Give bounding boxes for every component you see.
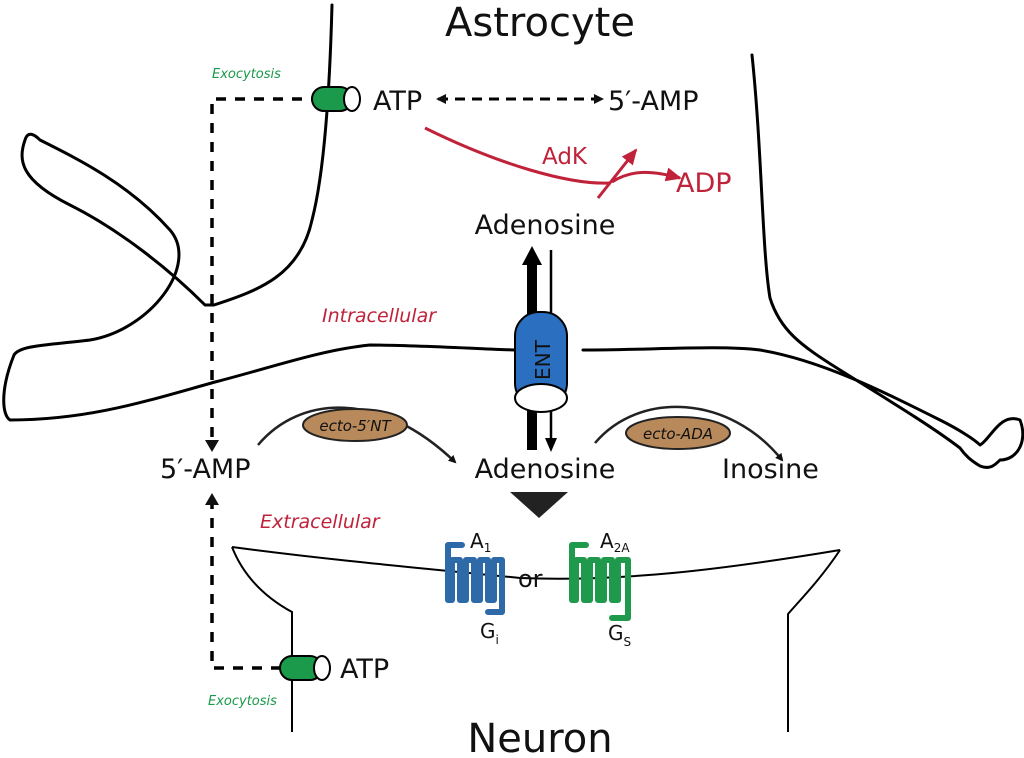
exocytosis-channel-top [311,86,361,112]
arrow-to-amp-down [205,440,219,452]
exocytosis-label-bottom: Exocytosis [208,694,277,709]
exocytosis-dashed-path-top [210,97,340,440]
ent-influx-arrowhead [545,438,557,452]
gs-label: GS [608,621,631,649]
ecto-5nt-arc [257,406,457,464]
extracellular-label: Extracellular [260,511,381,533]
adk-arrow-to-amp [596,148,638,199]
inosine-label: Inosine [722,454,819,485]
neuron-membrane [231,546,841,580]
astrocyte-membrane-left [2,3,519,422]
or-label: or [518,565,543,593]
ecto-ada-label: ecto-ADA [643,425,713,443]
a1-label: A1 [470,529,491,555]
intracellular-label: Intracellular [322,305,437,327]
neuron-body-right [787,549,841,732]
amp-astrocyte-label: 5′-AMP [608,86,699,117]
atp-astrocyte-label: ATP [373,86,422,117]
arrow-left-head [436,94,446,104]
gi-label: Gi [480,619,499,647]
arrow-to-amp-up [205,493,219,505]
adenosine-to-receptor-indicator [510,492,568,518]
ecto-5nt-enzyme [302,408,408,442]
astrocyte-membrane-right [581,53,1024,469]
exocytosis-dashed-path-bottom [210,505,300,670]
amp-extracellular-label: 5′-AMP [160,454,251,485]
neuron-body-left [231,546,293,732]
ent-label: ENT [531,339,555,380]
a1-receptor [445,542,505,615]
astrocyte-title: Astrocyte [445,0,635,46]
adk-arrow-to-adp [611,167,682,184]
a2a-label: A2A [600,529,630,555]
arrow-right-head [594,94,604,104]
ecto-ada-enzyme [625,416,731,450]
atp-neuron-label: ATP [340,654,389,685]
neuron-title: Neuron [467,716,612,758]
adk-label: AdK [542,144,588,170]
exocytosis-label-top: Exocytosis [212,67,281,82]
ent-efflux-arrowhead [522,246,542,265]
adp-label: ADP [676,168,732,199]
adk-reaction-curve [424,126,611,185]
adenosine-intracellular-label: Adenosine [475,210,616,241]
a2a-receptor [569,542,631,621]
ecto-5nt-label: ecto-5′NT [319,417,392,435]
adenosine-extracellular-label: Adenosine [475,454,616,485]
ent-transporter [514,311,568,413]
exocytosis-channel-bottom [279,655,331,681]
ecto-ada-arc [594,405,784,462]
